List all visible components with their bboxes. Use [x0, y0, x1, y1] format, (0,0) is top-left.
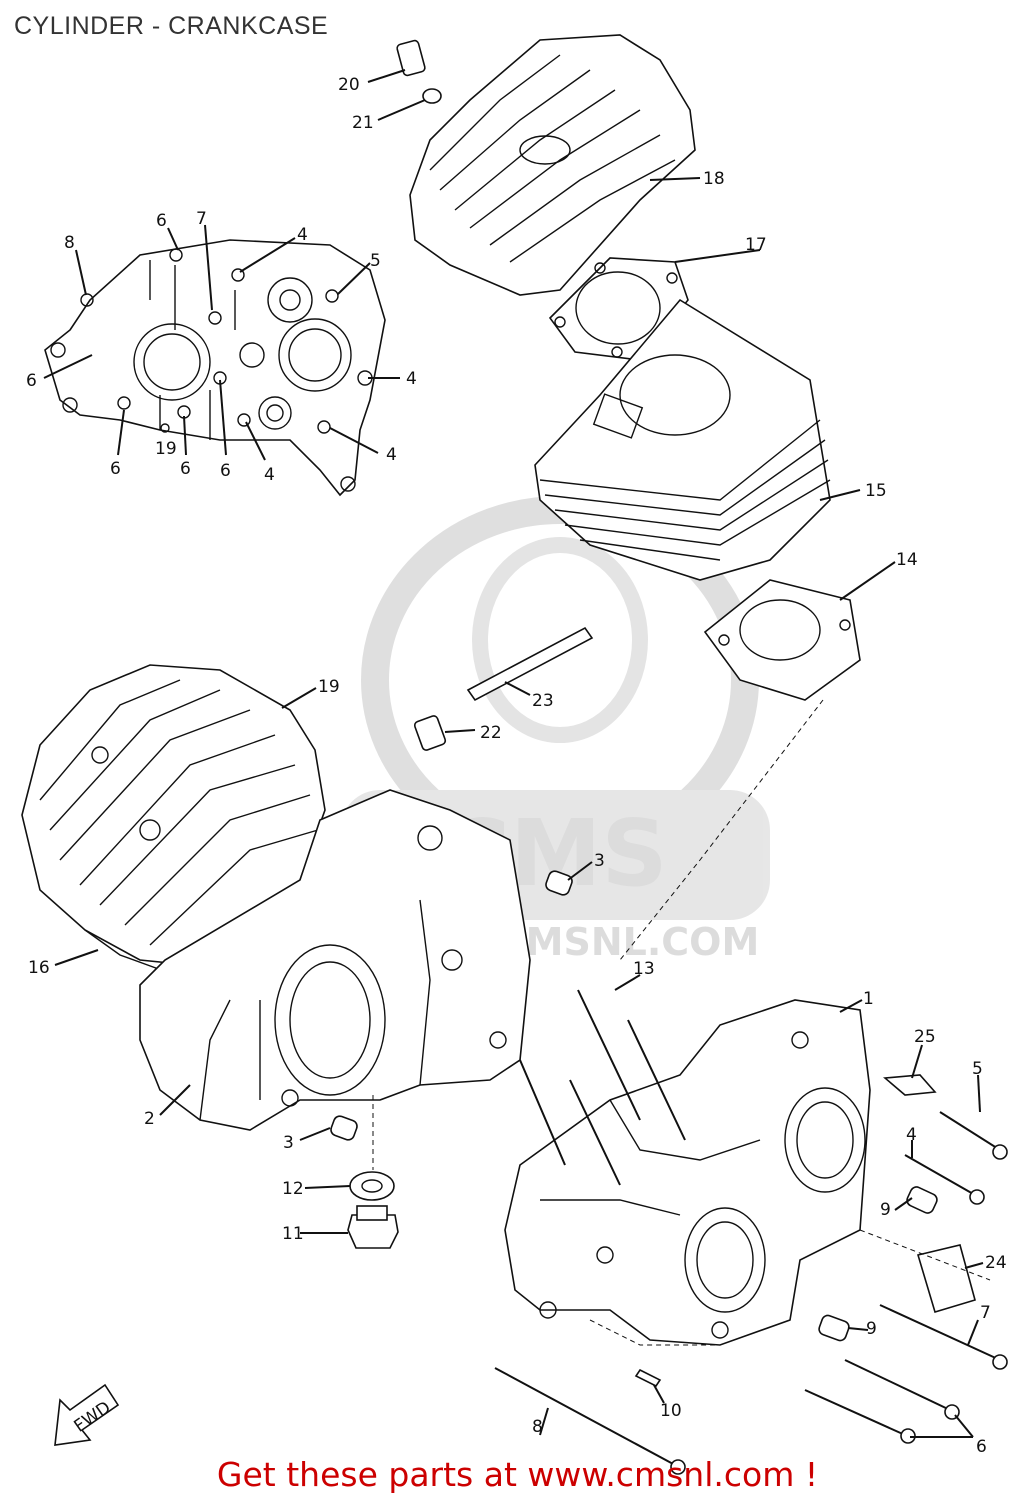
cylinder-block-right: [534, 298, 831, 581]
callout-5: 5: [972, 1059, 983, 1079]
callout-8: 8: [532, 1417, 543, 1437]
pin-10: [634, 1368, 662, 1388]
callout-6: 6: [156, 211, 167, 231]
callout-7: 7: [980, 1303, 991, 1323]
callout-9: 9: [866, 1319, 877, 1339]
callout-10: 10: [660, 1401, 682, 1421]
callout-20: 20: [338, 75, 360, 95]
callout-9: 9: [880, 1200, 891, 1220]
drain-plug: [347, 1205, 399, 1249]
callout-4: 4: [297, 225, 308, 245]
callout-4: 4: [906, 1125, 917, 1145]
callout-6: 6: [110, 459, 121, 479]
callout-17: 17: [745, 235, 767, 255]
callout-8: 8: [64, 233, 75, 253]
fwd-arrow-icon: FWD: [54, 1383, 120, 1446]
callout-4: 4: [264, 465, 275, 485]
callout-6: 6: [220, 461, 231, 481]
callout-13: 13: [633, 959, 655, 979]
callout-labels: 20 21 18 17 15 14 6 7 4 8 5 6 4 4 6 19 6…: [26, 75, 1007, 1457]
callout-3: 3: [283, 1133, 294, 1153]
callout-12: 12: [282, 1179, 304, 1199]
callout-25: 25: [914, 1027, 936, 1047]
callout-19: 19: [155, 439, 177, 459]
callout-24: 24: [985, 1253, 1007, 1273]
leader-lines: [43, 69, 984, 1438]
cover-plate-24: [916, 1244, 976, 1313]
callout-6: 6: [26, 371, 37, 391]
dowel-pin-upper: [545, 870, 573, 896]
callout-15: 15: [865, 481, 887, 501]
crankcase-right-half: [504, 999, 871, 1346]
callout-22: 22: [480, 723, 502, 743]
callout-19: 19: [318, 677, 340, 697]
callout-4: 4: [386, 445, 397, 465]
assembly-lines: [372, 699, 991, 1346]
dowel-pin-lower: [330, 1115, 358, 1141]
callout-14: 14: [896, 550, 918, 570]
callout-6: 6: [180, 459, 191, 479]
cylinder-head-left: [21, 664, 326, 966]
bolts-right: [494, 1111, 1008, 1475]
oil-pipe: [466, 626, 594, 702]
dowel-pin-9-upper: [906, 1186, 938, 1214]
drain-washer: [349, 1171, 395, 1201]
crankcase-face-view: [44, 239, 386, 497]
callout-1: 1: [863, 989, 874, 1009]
footer-link-text[interactable]: Get these parts at www.cmsnl.com !: [216, 1455, 819, 1494]
callout-16: 16: [28, 958, 50, 978]
cylinder-head-right: [409, 34, 696, 296]
callout-11: 11: [282, 1224, 304, 1244]
callout-18: 18: [703, 169, 725, 189]
callout-7: 7: [196, 209, 207, 229]
callout-5: 5: [370, 251, 381, 271]
callout-2: 2: [144, 1109, 155, 1129]
callout-6: 6: [976, 1437, 987, 1457]
page-title: CYLINDER - CRANKCASE: [14, 12, 329, 40]
crankcase-left-half: [139, 789, 531, 1131]
dowel-pin-9-lower: [818, 1314, 850, 1342]
callout-3: 3: [594, 851, 605, 871]
base-gasket: [703, 579, 861, 701]
spark-plug-cap: [396, 39, 442, 104]
callout-4: 4: [406, 369, 417, 389]
small-plate: [883, 1074, 937, 1096]
callout-21: 21: [352, 113, 374, 133]
pipe-fitting: [413, 715, 447, 751]
callout-23: 23: [532, 691, 554, 711]
cylinder-studs: [519, 989, 686, 1186]
